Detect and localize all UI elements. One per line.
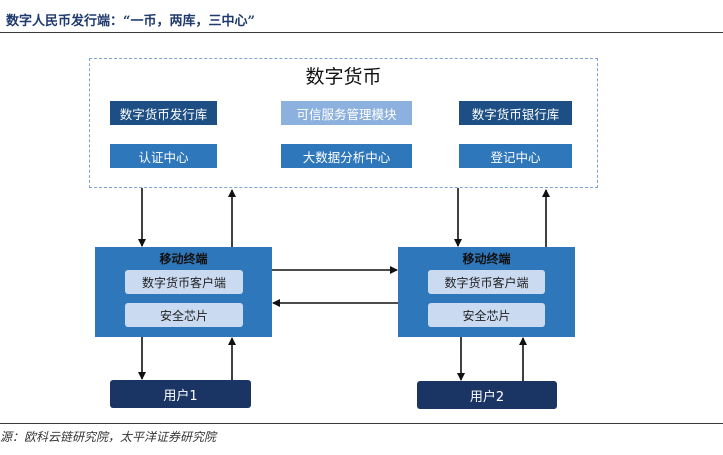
big-data-center-box: 大数据分析中心 [281,144,412,168]
trusted-service-module-box: 可信服务管理模块 [281,101,412,125]
registration-center-box: 登记中心 [459,144,572,168]
user-1-box: 用户1 [110,380,251,408]
footer-rule [0,423,723,424]
page-title: 数字人民币发行端：“一币，两库，三中心” [6,14,255,29]
authentication-center-box: 认证中心 [110,144,217,168]
header-rule [0,32,723,33]
mobile-terminal-2-title: 移动终端 [462,251,511,266]
mobile-terminal-1-title: 移动终端 [159,251,208,266]
issuance-library-box: 数字货币发行库 [110,101,217,125]
wallet-client-1: 数字货币客户端 [125,270,243,294]
source-note: 源：欧科云链研究院，太平洋证券研究院 [0,430,217,444]
mobile-terminal-1: 移动终端 数字货币客户端 安全芯片 [95,247,272,337]
mobile-terminal-2: 移动终端 数字货币客户端 安全芯片 [398,247,575,337]
wallet-client-2: 数字货币客户端 [428,270,545,294]
bank-library-box: 数字货币银行库 [459,101,572,125]
security-chip-2: 安全芯片 [428,303,545,327]
security-chip-1: 安全芯片 [125,303,243,327]
user-2-box: 用户2 [417,381,557,409]
digital-currency-title: 数字货币 [305,66,382,88]
